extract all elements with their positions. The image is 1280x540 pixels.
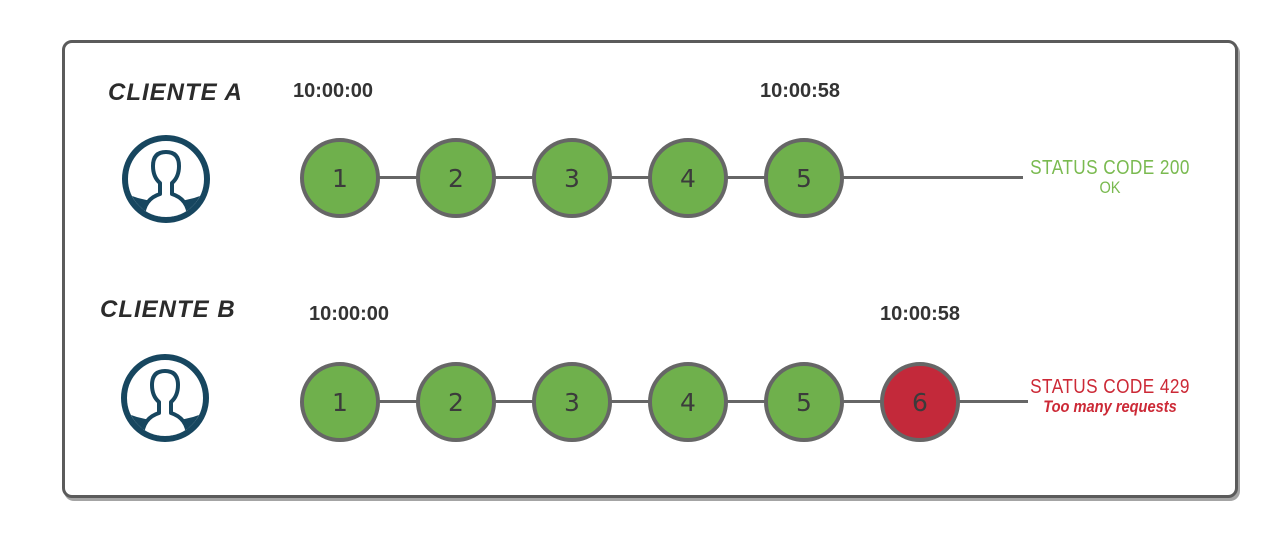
request-node-5-ok: 5 bbox=[764, 362, 844, 442]
request-node-3-ok: 3 bbox=[532, 138, 612, 218]
request-node-2-ok: 2 bbox=[416, 138, 496, 218]
status-code-200-text: STATUS CODE 200 bbox=[1030, 157, 1190, 179]
request-node-1-ok: 1 bbox=[300, 138, 380, 218]
request-node-3-ok: 3 bbox=[532, 362, 612, 442]
too-many-requests-text: Too many requests bbox=[1043, 397, 1177, 416]
client-b-start-time: 10:00:00 bbox=[308, 303, 390, 325]
request-node-1-ok: 1 bbox=[300, 362, 380, 442]
request-node-4-ok: 4 bbox=[648, 362, 728, 442]
client-b-end-time: 10:00:58 bbox=[879, 303, 961, 325]
client-a-status: STATUS CODE 200 OK bbox=[1028, 158, 1191, 198]
status-code-429-text: STATUS CODE 429 bbox=[1030, 376, 1190, 398]
client-a-end-time: 10:00:58 bbox=[759, 80, 841, 102]
user-avatar-icon bbox=[122, 135, 210, 223]
client-a-label: CLIENTE A bbox=[108, 79, 243, 106]
request-node-2-ok: 2 bbox=[416, 362, 496, 442]
status-ok-text: OK bbox=[1099, 178, 1121, 197]
client-a-start-time: 10:00:00 bbox=[292, 80, 374, 102]
client-b-label: CLIENTE B bbox=[100, 296, 236, 323]
request-node-5-ok: 5 bbox=[764, 138, 844, 218]
diagram-frame bbox=[62, 40, 1238, 498]
client-b-status: STATUS CODE 429 Too many requests bbox=[1028, 377, 1191, 417]
user-avatar-icon bbox=[121, 354, 209, 442]
request-node-6-error: 6 bbox=[880, 362, 960, 442]
request-node-4-ok: 4 bbox=[648, 138, 728, 218]
